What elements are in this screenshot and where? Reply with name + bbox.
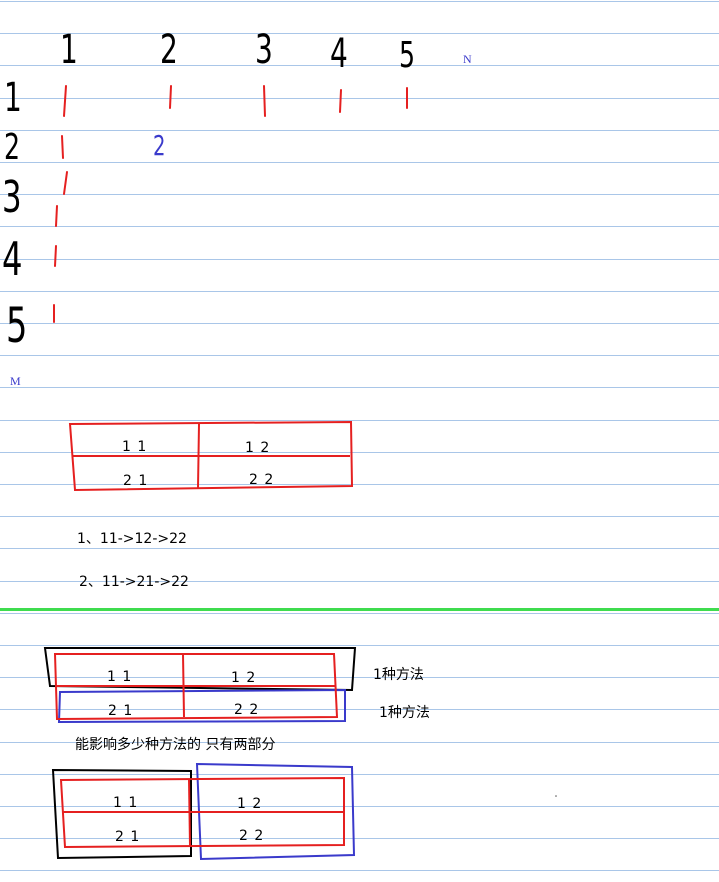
table-cell: 2 1 <box>123 473 149 489</box>
section-two-black-box <box>43 647 357 692</box>
row-axis-label: M <box>10 374 21 388</box>
tick-mark <box>63 85 67 117</box>
section-two-grid <box>53 653 339 721</box>
section-three-blue-box <box>195 762 356 861</box>
table-cell: 1 1 <box>113 795 139 811</box>
tick-mark <box>169 85 172 109</box>
section-divider <box>0 608 719 611</box>
table-cell: 2 1 <box>115 829 141 845</box>
column-number: 5 <box>399 35 416 76</box>
method-count-note: 1种方法 <box>379 705 430 721</box>
table-one-grid <box>68 420 354 492</box>
tick-mark <box>339 89 342 113</box>
column-number: 4 <box>330 31 348 77</box>
section-three-grid <box>59 776 345 849</box>
summary-note: 能影响多少种方法的 只有两部分 <box>75 737 276 753</box>
section-two-blue-box <box>57 688 346 724</box>
table-cell: 2 2 <box>249 472 275 488</box>
column-one-ticks <box>53 135 68 323</box>
row-number: 1 <box>4 75 22 121</box>
tick-mark <box>61 135 64 159</box>
table-cell: 1 2 <box>245 440 271 456</box>
method-count-note: 1种方法 <box>373 667 424 683</box>
tick-mark <box>63 171 68 195</box>
tick-mark <box>263 85 266 117</box>
section-three-black-box <box>51 768 192 860</box>
tick-mark <box>55 205 58 227</box>
column-number: 1 <box>60 27 78 73</box>
table-cell: 2 2 <box>234 702 260 718</box>
column-number: 2 <box>160 27 178 73</box>
table-cell: 1 2 <box>231 670 257 686</box>
table-cell: 1 1 <box>107 669 133 685</box>
stray-dot <box>555 795 557 797</box>
table-cell: 1 1 <box>122 439 148 455</box>
cell-value: 2 <box>153 129 166 162</box>
path-line: 1、11->12->22 <box>77 531 187 547</box>
table-cell: 2 2 <box>239 828 265 844</box>
tick-mark <box>54 245 57 267</box>
column-axis-label: N <box>463 52 472 66</box>
row-number: 3 <box>2 172 22 223</box>
table-cell: 2 1 <box>108 703 134 719</box>
row-one-ticks <box>63 85 408 117</box>
row-number: 5 <box>6 298 28 354</box>
row-number: 4 <box>2 232 23 286</box>
column-number: 3 <box>255 27 273 73</box>
row-number: 2 <box>4 127 21 168</box>
table-cell: 1 2 <box>237 796 263 812</box>
path-line: 2、11->21->22 <box>79 574 189 590</box>
